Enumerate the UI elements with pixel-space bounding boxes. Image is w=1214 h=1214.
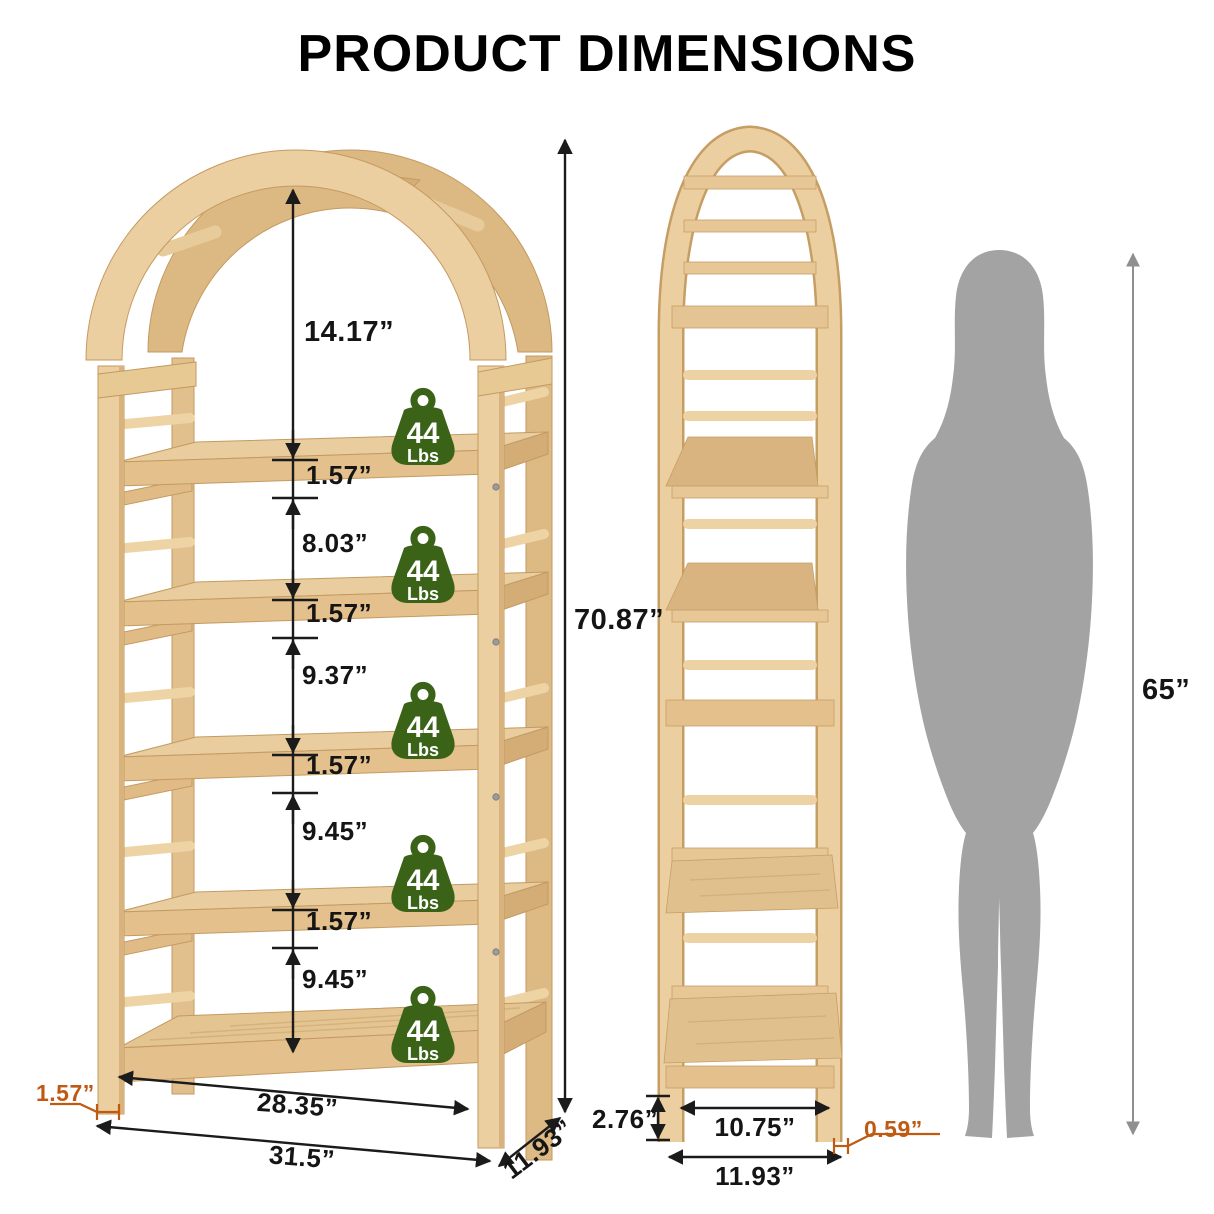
dim-label-person-height: 65” [1142,674,1191,706]
weight-value: 44 [407,711,440,744]
weight-value: 44 [407,417,440,450]
weight-value: 44 [407,555,440,588]
side-view-bookshelf [657,125,843,1142]
dim-label-gap-3: 9.45” [302,816,369,846]
weight-capacity-badge: 44 Lbs [391,681,455,760]
front-view-bookshelf [85,149,553,1161]
person-silhouette [906,250,1093,1138]
weight-value: 44 [407,1015,440,1048]
dimension-lines [95,138,843,1168]
weight-unit: Lbs [407,893,439,913]
weight-unit: Lbs [407,584,439,604]
front-depth-line [497,1117,562,1167]
screws [492,483,500,956]
side-shelf-grain [687,873,835,1045]
dim-label-gap-2: 9.37” [302,660,369,690]
inner-width-line [117,1070,470,1116]
dim-label-arch-height: 14.17” [304,316,395,348]
dim-label-shelf-thickness-3: 1.57” [306,750,373,780]
weight-capacity-badge: 44 Lbs [391,834,455,913]
weight-unit: Lbs [407,1044,439,1064]
weight-value: 44 [407,864,440,897]
orange-callouts [50,1102,940,1154]
dim-label-gap-4: 9.45” [302,964,369,994]
dim-label-total-height: 70.87” [574,604,665,636]
dim-label-shelf-thickness-1: 1.57” [306,460,373,490]
side-dowels [683,370,817,943]
weight-capacity-badge: 44 Lbs [391,525,455,604]
page-title: PRODUCT DIMENSIONS [297,25,917,83]
weight-unit: Lbs [407,740,439,760]
total-width-line [95,1119,492,1168]
dim-label-shelf-thickness-4: 1.57” [306,906,373,936]
dim-label-side-total-depth: 11.93” [715,1161,795,1191]
dim-label-side-foot-height: 2.76” [592,1104,659,1134]
left-side-rails [123,477,193,956]
left-side-dowels [121,413,195,1007]
dim-label-side-foot-inset: 0.59” [864,1116,923,1142]
dim-label-side-inner-depth: 10.75” [714,1112,796,1142]
weight-unit: Lbs [407,446,439,466]
weight-capacity-badge: 44 Lbs [391,387,455,466]
dim-label-foot-height-front: 1.57” [36,1080,95,1106]
dim-label-shelf-thickness-2: 1.57” [306,598,373,628]
weight-capacity-badge: 44 Lbs [391,985,455,1064]
dim-label-gap-1: 8.03” [302,528,369,558]
